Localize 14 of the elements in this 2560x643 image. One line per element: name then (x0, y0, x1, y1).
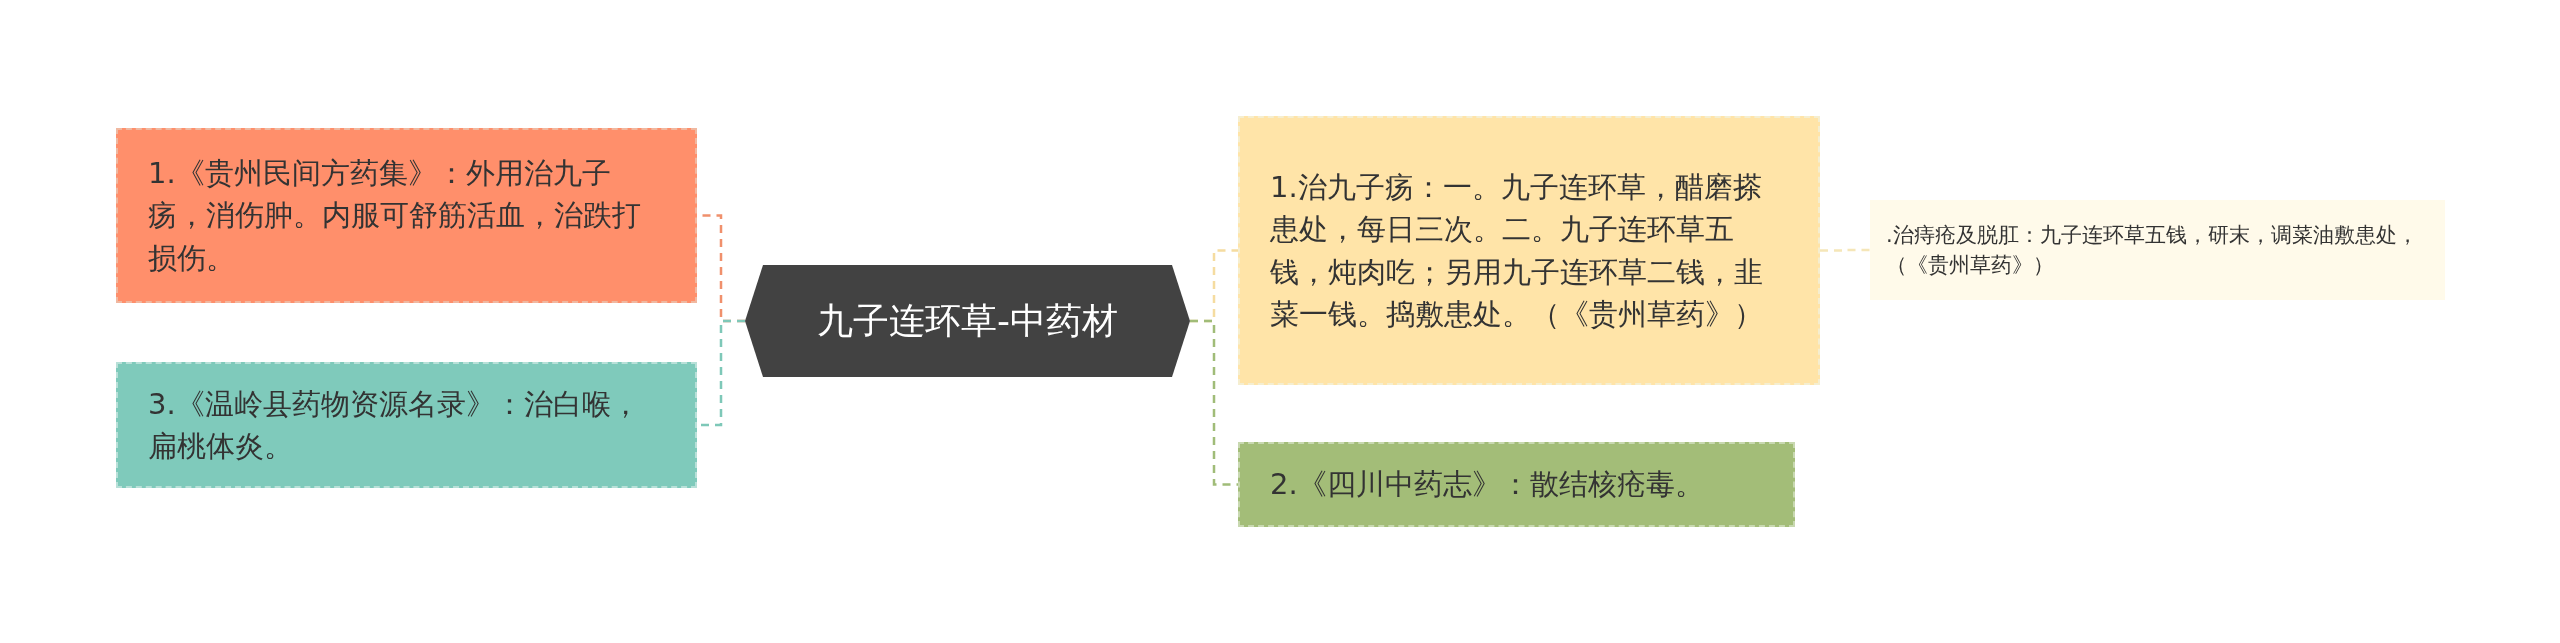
topic-text: 3.《温岭县药物资源名录》：治白喉，扁桃体炎。 (148, 385, 641, 465)
topic-box (1238, 116, 1820, 385)
root-topic-text: 九子连环草-中药材 (817, 298, 1118, 343)
subtopic-box (1870, 200, 2445, 300)
topic-text: .治痔疮及脱肛：九子连环草五钱，研末，调菜油敷患处，（《贵州草药》） (1886, 221, 2419, 279)
topic-text: 1.《贵州民间方药集》：外用治九子疡，消伤肿。内服可舒筋活血，治跌打损伤。 (148, 155, 642, 277)
topic-box (116, 128, 697, 303)
topic-box (1238, 442, 1795, 527)
topic-box (116, 362, 697, 488)
topic-text: 1.治九子疡：一。九子连环草，醋磨搽患处，每日三次。二。九子连环草五钱，炖肉吃；另用九子连环草二钱，韭菜一钱。捣敷患处。（《贵州草药》） (1270, 169, 1764, 333)
root-topic-box (745, 265, 1190, 377)
topic-text: 2.《四川中药志》：散结核疮毒。 (1270, 466, 1704, 504)
connector-line (1190, 319, 1238, 486)
connector-line (1820, 248, 1870, 252)
